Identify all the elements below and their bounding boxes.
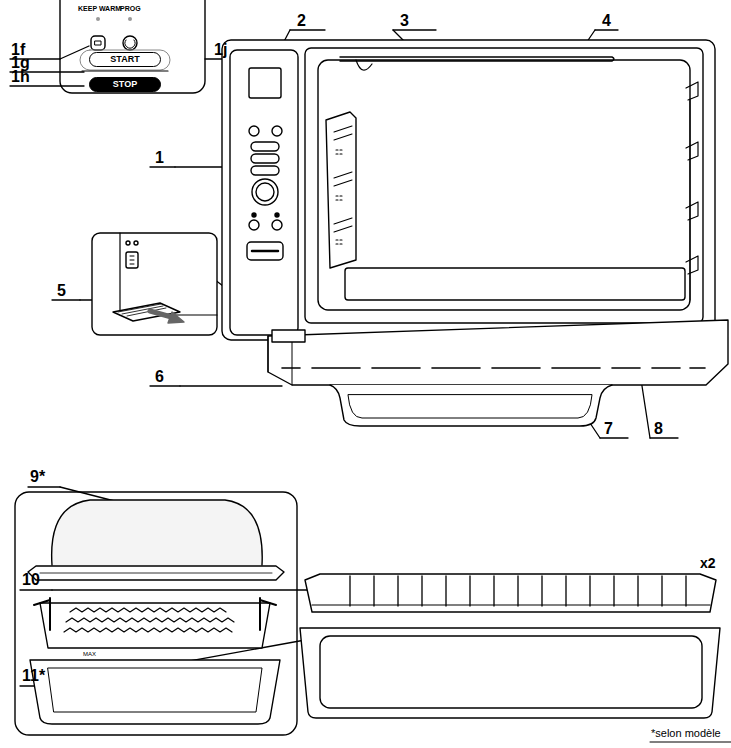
control-panel (60, 0, 205, 93)
accessory-set-box (15, 492, 297, 735)
rack-bars (350, 576, 686, 606)
callout-number: 2 (297, 13, 306, 29)
button-label: STOP (113, 80, 137, 89)
top-heating-element (340, 57, 614, 61)
callout-number: 1j (214, 42, 227, 58)
lid (52, 500, 263, 565)
prog-text: PROG (120, 5, 141, 12)
callout-number: 10 (22, 572, 40, 588)
callout-number: 8 (654, 421, 663, 437)
callout-number: 9* (30, 469, 45, 485)
display (249, 68, 281, 98)
callout-number: 3 (400, 13, 409, 29)
oven-cavity (318, 60, 690, 310)
oven-rack (305, 574, 716, 612)
callout-number: 7 (604, 421, 613, 437)
drip-pan (30, 660, 280, 724)
start-button: START (89, 52, 161, 67)
callout-number: 1h (11, 69, 30, 85)
grill-rack (40, 603, 270, 648)
stop-button: STOP (89, 77, 161, 92)
quantity-note: x2 (700, 556, 716, 570)
door-slots (282, 367, 705, 369)
footnote: *selon modèle (651, 728, 721, 739)
max-mark: MAX (83, 651, 96, 657)
prog-button (123, 36, 137, 50)
door (268, 320, 728, 385)
keep-warm-text: KEEP WARM (78, 5, 121, 12)
baking-tray (300, 628, 720, 718)
callout-number: 4 (602, 13, 611, 29)
keep-warm-button (91, 36, 105, 50)
oven-body (222, 40, 715, 340)
door-handle (330, 385, 612, 426)
crumb-tray-inset (92, 233, 217, 335)
bottom-heating-element (345, 268, 685, 300)
leader-lines (10, 30, 731, 742)
callout-number: 11* (22, 668, 45, 684)
callout-number: 1 (155, 150, 164, 166)
button-label: START (110, 55, 139, 64)
callout-number: 5 (57, 283, 66, 299)
callout-number: 6 (155, 369, 164, 385)
